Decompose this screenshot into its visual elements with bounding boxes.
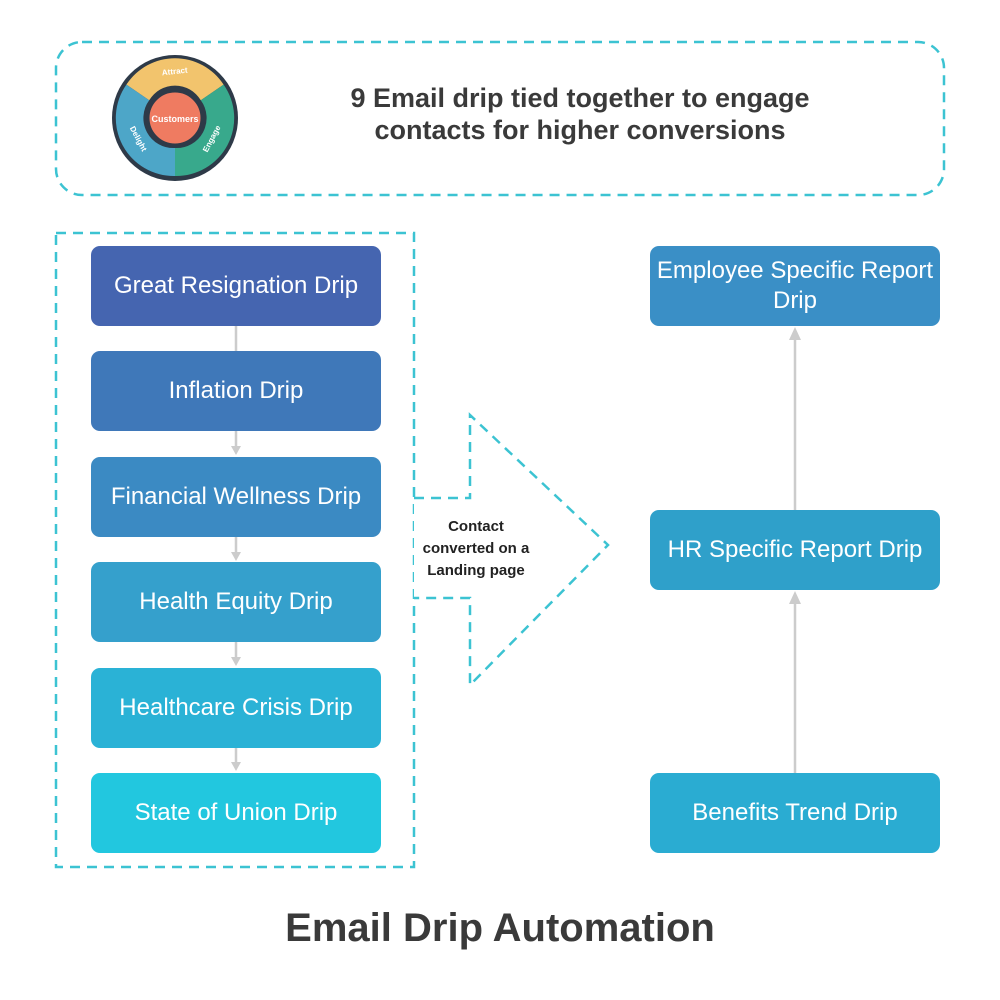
left-chain-frame	[54, 231, 416, 869]
drip-inflation: Inflation Drip	[91, 351, 381, 431]
conversion-arrow	[414, 412, 610, 689]
right-connectors	[789, 327, 801, 773]
drip-state-of-union: State of Union Drip	[91, 773, 381, 853]
drip-great-resignation: Great Resignation Drip	[91, 246, 381, 326]
cycle-attract-segment	[126, 58, 224, 101]
footer-title: Email Drip Automation	[285, 906, 715, 950]
drip-healthcare-crisis: Healthcare Crisis Drip	[91, 668, 381, 748]
conversion-label: Contact converted on a Landing page	[422, 518, 530, 579]
customer-cycle-icon: Customers Attract Engage Delight	[112, 55, 238, 181]
drip-employee-specific-report: Employee Specific Report Drip	[650, 246, 940, 326]
drip-financial-wellness: Financial Wellness Drip	[91, 457, 381, 537]
drip-health-equity: Health Equity Drip	[91, 562, 381, 642]
cycle-stage-attract: Attract	[161, 66, 188, 78]
cycle-engage-segment	[175, 84, 235, 177]
header-title: 9 Email drip tied together to engage con…	[350, 83, 810, 145]
header-frame	[54, 40, 946, 197]
left-connectors	[231, 326, 241, 771]
cycle-center-label: Customers	[151, 114, 198, 124]
drip-hr-specific-report: HR Specific Report Drip	[650, 510, 940, 590]
drip-benefits-trend: Benefits Trend Drip	[650, 773, 940, 853]
cycle-delight-segment	[115, 84, 175, 177]
